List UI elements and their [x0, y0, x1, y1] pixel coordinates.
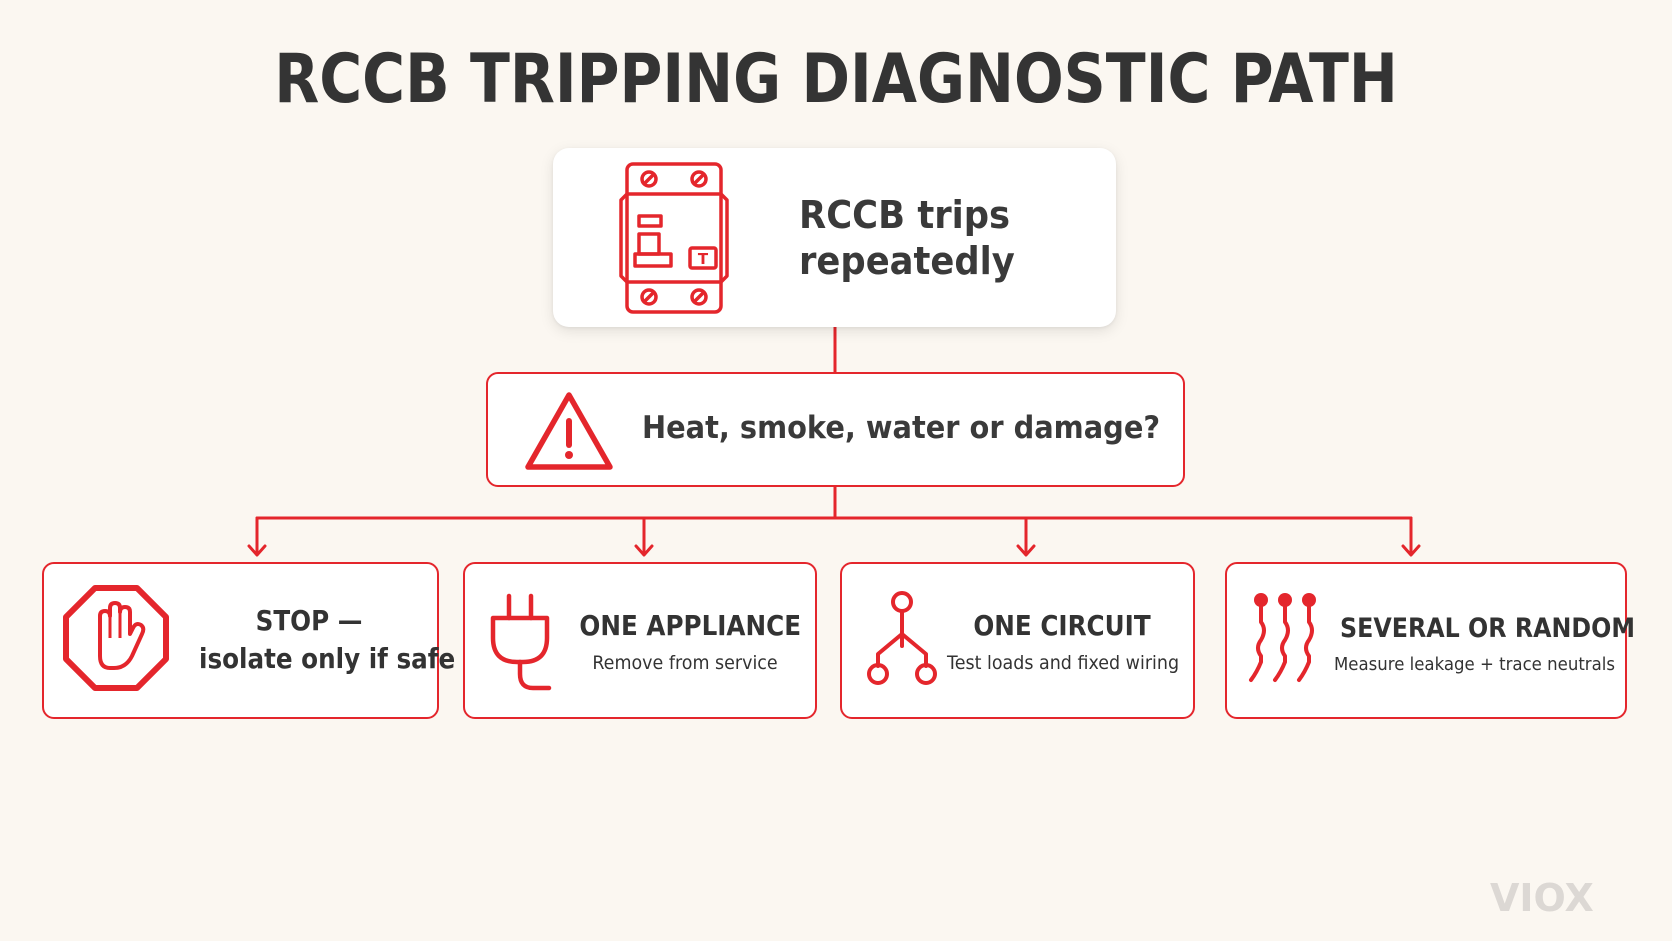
multiple-wires-icon [1249, 593, 1316, 682]
question-label: Heat, smoke, water or damage? [642, 410, 1161, 446]
outcome-title: SEVERAL OR RANDOM [1340, 613, 1635, 644]
start-label: RCCB trips repeatedly [799, 193, 1015, 283]
outcome-several-or-random: SEVERAL OR RANDOM Measure leakage + trac… [1225, 562, 1635, 719]
outcome-subtitle: Measure leakage + trace neutrals [1334, 654, 1616, 675]
svg-text:T: T [698, 250, 709, 268]
outcome-stop: STOP — isolate only if safe [42, 562, 456, 719]
outcome-one-appliance: ONE APPLIANCE Remove from service [463, 562, 817, 719]
viox-logo: VIOX [1490, 878, 1594, 918]
page-title: RCCB TRIPPING DIAGNOSTIC PATH [274, 40, 1398, 119]
outcome-title: ONE APPLIANCE [579, 609, 802, 642]
rccb-breaker-icon: T [619, 162, 729, 314]
outcome-subtitle: isolate only if safe [199, 642, 456, 675]
stop-hand-icon [63, 585, 169, 691]
arrowhead-appliance [634, 544, 654, 557]
start-node: T RCCB trips repeatedly [553, 148, 1116, 327]
svg-text:VIOX: VIOX [1490, 878, 1594, 918]
outcome-one-circuit: ONE CIRCUIT Test loads and fixed wiring [840, 562, 1195, 719]
warning-triangle-icon [525, 392, 613, 470]
arrowhead-circuit [1016, 544, 1036, 557]
arrowhead-stop [247, 544, 267, 557]
plug-icon [490, 593, 552, 691]
circuit-branch-icon [867, 591, 937, 685]
outcome-title: ONE CIRCUIT [973, 609, 1151, 642]
arrowhead-several [1401, 544, 1421, 557]
question-node: Heat, smoke, water or damage? [486, 372, 1185, 487]
outcome-subtitle: Remove from service [592, 652, 778, 674]
outcome-subtitle: Test loads and fixed wiring [947, 652, 1180, 674]
outcome-title: STOP — [255, 604, 363, 637]
